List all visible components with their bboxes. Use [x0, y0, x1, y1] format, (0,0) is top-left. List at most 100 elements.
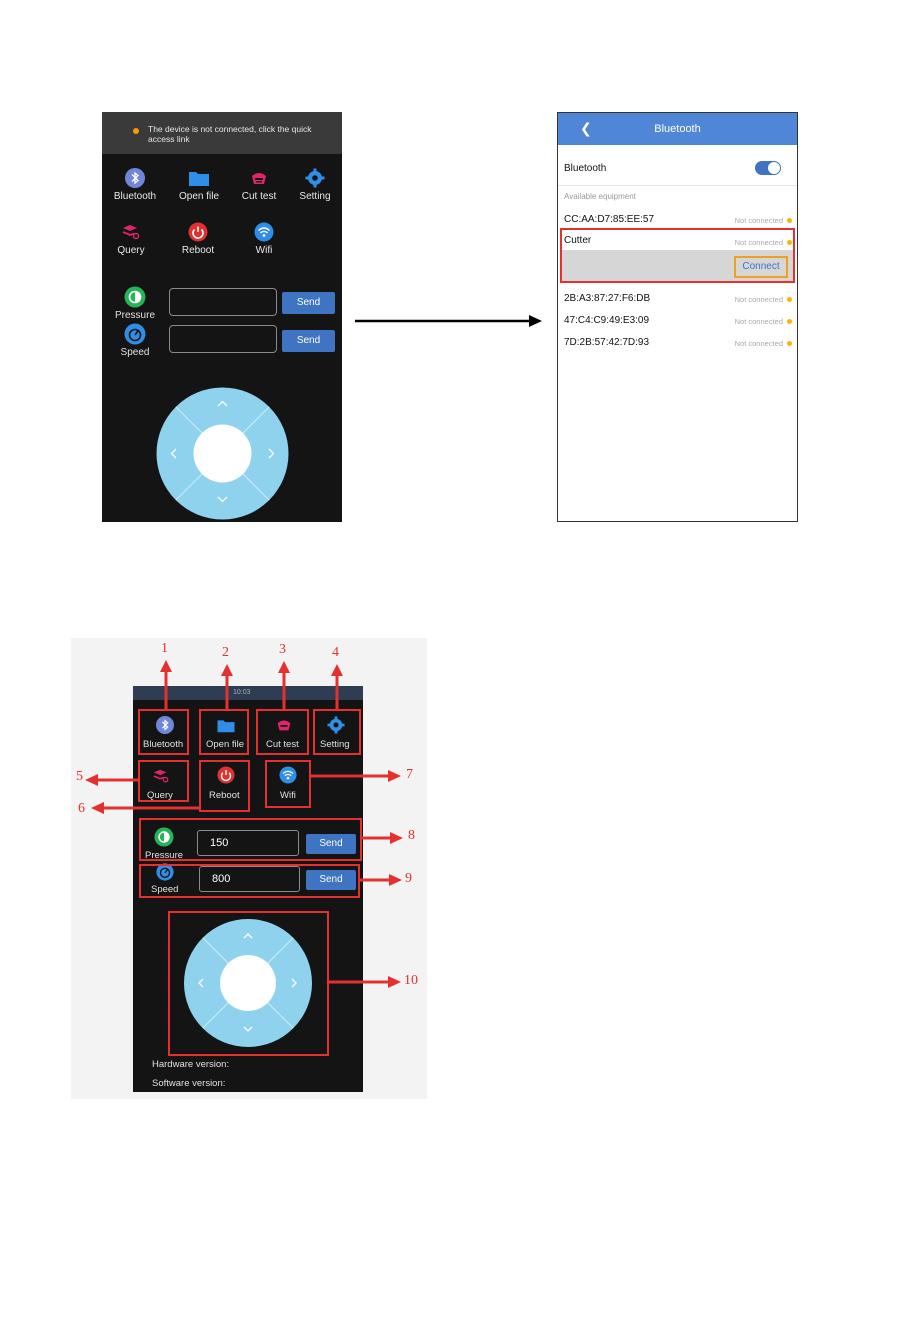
gear-icon [305, 168, 325, 188]
status-bar: 10:03 [133, 686, 363, 700]
wifi-icon [279, 766, 297, 784]
up-arrow-icon [217, 400, 228, 407]
annotation-box-joystick [168, 911, 329, 1056]
cut-test-button[interactable]: Cut test [227, 168, 291, 202]
annotation-box-wifi [265, 760, 311, 808]
status-time: 10:03 [233, 689, 251, 696]
bluetooth-screen: ❮ Bluetooth Bluetooth Available equipmen… [557, 112, 798, 522]
device-status: Not connected [734, 339, 793, 348]
callout-number: 7 [406, 767, 413, 782]
speed-send-button[interactable]: Send [282, 330, 335, 352]
callout-number: 10 [404, 973, 418, 988]
bluetooth-toggle-label: Bluetooth [564, 163, 607, 174]
back-arrow-icon[interactable]: ❮ [580, 120, 592, 136]
wifi-label: Wifi [280, 790, 296, 801]
right-arrow-icon [291, 978, 297, 988]
annotation-box-bluetooth [138, 709, 189, 755]
speed-icon [124, 323, 146, 345]
query-icon [122, 225, 140, 240]
annotation-box-speed [139, 864, 360, 898]
power-icon [217, 766, 235, 784]
down-arrow-icon [243, 1026, 253, 1032]
device-name-cutter[interactable]: Cutter [564, 235, 592, 246]
device-status: Not connected [734, 238, 793, 247]
warning-icon [133, 128, 139, 134]
cut-test-label: Cut test [266, 739, 299, 750]
device-status: Not connected [734, 216, 793, 225]
cut-test-icon [277, 720, 291, 731]
annotation-box-open-file [199, 709, 249, 755]
open-file-label: Open file [206, 739, 245, 750]
pressure-input[interactable] [169, 288, 277, 316]
speed-input[interactable] [169, 325, 277, 353]
callout-number: 5 [76, 769, 83, 784]
device-status: Not connected [734, 317, 793, 326]
direction-pad[interactable] [183, 918, 313, 1048]
down-arrow-icon [217, 496, 228, 503]
wifi-icon [254, 222, 274, 242]
bluetooth-toggle[interactable] [755, 161, 781, 175]
right-arrow-icon [268, 448, 275, 459]
pressure-send-button[interactable]: Send [306, 834, 356, 854]
device-status: Not connected [734, 295, 793, 304]
bluetooth-label: Bluetooth [143, 739, 184, 750]
device-name[interactable]: 2B:A3:87:27:F6:DB [564, 293, 651, 304]
gear-icon [327, 716, 345, 734]
banner-text: The device is not connected, click the q… [148, 124, 312, 144]
annotation-box-query [138, 760, 189, 802]
query-button[interactable]: Query [102, 222, 163, 256]
reboot-button[interactable]: Reboot [166, 222, 230, 256]
speed-icon [156, 863, 174, 881]
flow-arrow-icon [355, 315, 542, 327]
device-name[interactable]: 47:C4:C9:49:E3:09 [564, 315, 650, 326]
pressure-icon [124, 286, 146, 308]
callout-number: 9 [405, 871, 412, 886]
power-icon [188, 222, 208, 242]
speed-label: Speed [151, 884, 179, 895]
pressure-send-button[interactable]: Send [282, 292, 335, 314]
highlight-box [560, 228, 795, 283]
up-arrow-icon [243, 933, 253, 939]
home-screen-disconnected: The device is not connected, click the q… [102, 112, 342, 522]
connect-button[interactable]: Connect [734, 256, 788, 278]
cut-test-icon [252, 173, 266, 184]
callout-number: 2 [222, 645, 229, 660]
section-label: Available equipment [564, 192, 636, 201]
speed-send-button[interactable]: Send [306, 870, 356, 890]
bluetooth-icon [125, 168, 145, 188]
pressure-input[interactable]: 150 [197, 830, 299, 856]
not-connected-banner[interactable]: The device is not connected, click the q… [102, 112, 342, 154]
pressure-label: Pressure [145, 850, 184, 861]
device-name[interactable]: CC:AA:D7:85:EE:57 [564, 214, 655, 225]
setting-button[interactable]: Setting [283, 168, 342, 202]
pressure-label: Pressure [114, 310, 155, 321]
direction-pad[interactable] [155, 386, 290, 521]
callout-number: 8 [408, 828, 415, 843]
annotation-box-cut-test [256, 709, 309, 755]
pressure-icon [154, 827, 174, 847]
setting-label: Setting [320, 739, 350, 750]
bluetooth-button[interactable]: Bluetooth [103, 168, 167, 202]
callout-number: 4 [332, 645, 339, 660]
callout-number: 1 [161, 641, 168, 656]
annotation-box-reboot [199, 760, 250, 812]
left-arrow-icon [170, 448, 177, 459]
speed-label: Speed [120, 347, 150, 358]
wifi-button[interactable]: Wifi [232, 222, 296, 256]
reboot-label: Reboot [209, 790, 240, 801]
annotation-box-pressure [139, 818, 362, 861]
left-arrow-icon [198, 978, 204, 988]
device-name[interactable]: 7D:2B:57:42:7D:93 [564, 337, 650, 348]
software-version-label: Software version: [152, 1078, 226, 1089]
folder-icon [189, 172, 209, 186]
bluetooth-icon [156, 716, 174, 734]
open-file-button[interactable]: Open file [167, 168, 231, 202]
bluetooth-header: ❮ Bluetooth [558, 113, 797, 145]
hardware-version-label: Hardware version: [152, 1059, 230, 1070]
query-label: Query [147, 790, 173, 801]
callout-number: 3 [279, 642, 286, 657]
callout-number: 6 [78, 801, 85, 816]
page-title: Bluetooth [654, 123, 701, 135]
speed-input[interactable]: 800 [199, 866, 300, 892]
